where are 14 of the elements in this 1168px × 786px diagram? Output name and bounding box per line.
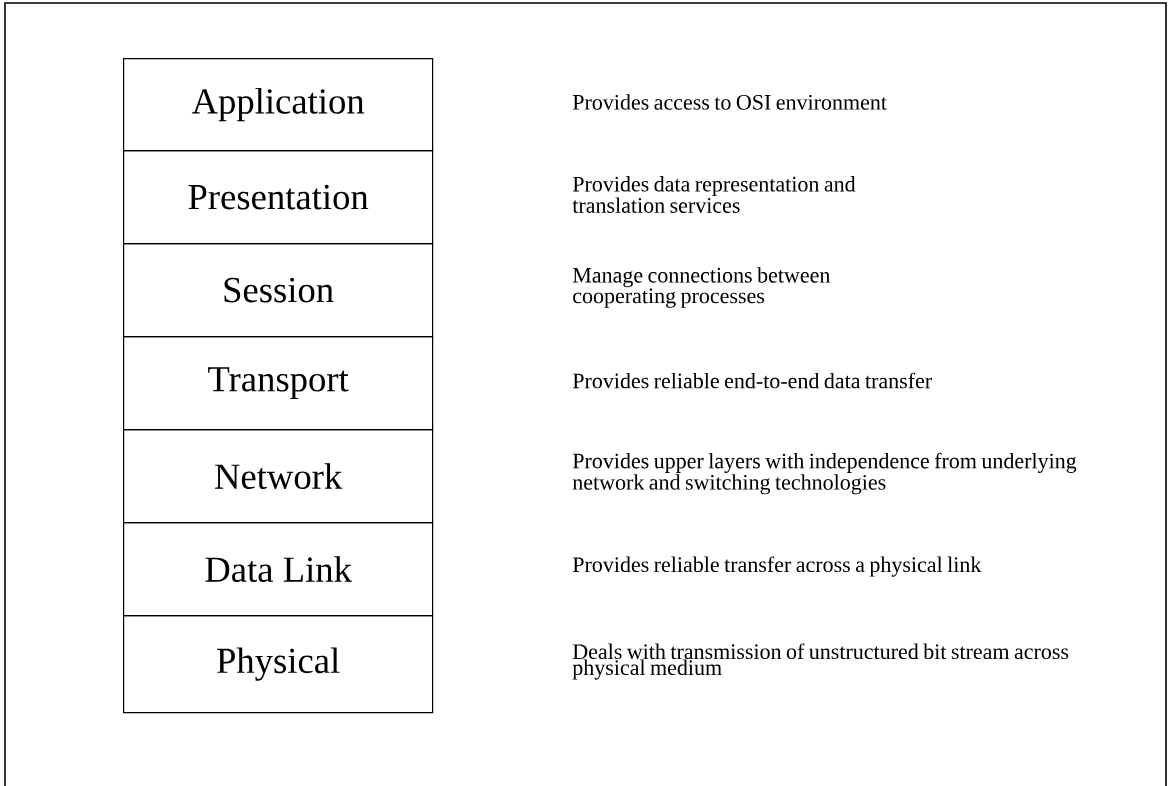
layer-box: Network	[123, 429, 434, 524]
layer-description: Provides reliable transfer across a physical link	[572, 556, 982, 577]
layer-box: Data Link	[123, 522, 434, 617]
layer-box: Presentation	[123, 150, 434, 245]
layer-box: Application	[123, 58, 434, 152]
layer-description: Provides reliable end-to-end data transfer	[572, 372, 932, 389]
layer-description: Deals with transmission of unstructured bit stream across physical medium	[572, 643, 1069, 680]
layer-description: Provides data representation and translation services	[572, 176, 856, 213]
layer-description: Manage connections between cooperating processes	[572, 267, 831, 308]
layer-box: Transport	[123, 336, 434, 431]
layer-description: Provides upper layers with independence from underlying network and switching technologies	[572, 452, 1077, 495]
layer-description: Provides access to OSI environment	[572, 94, 887, 110]
layer-box: Session	[123, 243, 434, 338]
layer-box: Physical	[123, 615, 434, 714]
